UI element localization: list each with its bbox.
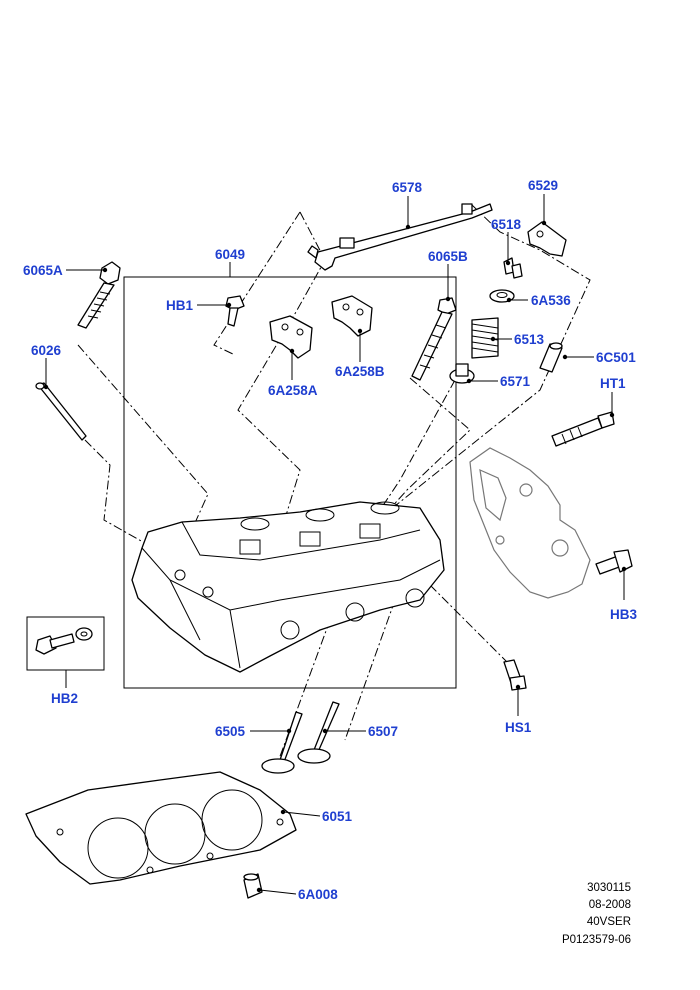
label-6026: 6026	[31, 343, 62, 358]
label-6513: 6513	[514, 332, 545, 347]
rocker-arm-6529	[527, 221, 567, 257]
valve-key-6518	[503, 257, 523, 279]
label-6571: 6571	[500, 374, 531, 389]
label-6529: 6529	[528, 178, 558, 193]
valve-6505	[261, 711, 303, 774]
label-hb2: HB2	[51, 691, 78, 706]
label-hb1: HB1	[166, 298, 193, 313]
reference-line-2: 08-2008	[589, 899, 631, 911]
label-6a008: 6A008	[298, 887, 338, 902]
label-6a258b: 6A258B	[335, 364, 385, 379]
bolt-hb2-with-washer	[35, 627, 93, 655]
label-6a258a: 6A258A	[268, 383, 318, 398]
bolt-hb3	[595, 549, 633, 575]
label-ht1: HT1	[600, 376, 626, 391]
label-6505: 6505	[215, 724, 246, 739]
bolt-hb1	[225, 295, 245, 327]
label-6065a: 6065A	[23, 263, 63, 278]
label-6518: 6518	[491, 217, 522, 232]
label-6049: 6049	[215, 247, 245, 262]
camshaft-cap-6a258a	[269, 315, 313, 359]
reference-line-3: 40VSER	[587, 916, 631, 928]
label-hb3: HB3	[610, 607, 637, 622]
stud-ht1	[551, 411, 615, 447]
dowel-rod-6026	[35, 382, 87, 441]
leader-lines	[43, 194, 627, 895]
stud-hs1	[503, 659, 527, 691]
lash-adjuster-6c501	[539, 342, 563, 373]
rail-6578	[307, 203, 493, 271]
head-gasket-6051	[25, 771, 297, 885]
label-hs1: HS1	[505, 720, 532, 735]
cylinder-head-assembly-frame	[123, 276, 457, 689]
reference-line-1: 3030115	[587, 882, 631, 894]
label-6c501: 6C501	[596, 350, 636, 365]
reference-line-4: P0123579-06	[562, 934, 631, 946]
label-6578: 6578	[392, 180, 423, 195]
exhaust-manifold-bracket	[469, 447, 591, 599]
bolt-6065b	[411, 297, 457, 381]
reference-lines	[77, 204, 591, 771]
label-6065b: 6065B	[428, 249, 468, 264]
valve-6507	[297, 701, 340, 764]
valve-spring-6513	[471, 317, 499, 359]
dowel-6a008	[243, 873, 263, 899]
label-6a536: 6A536	[531, 293, 571, 308]
bolt-6065a	[77, 261, 121, 329]
camshaft-cap-6a258b	[331, 295, 373, 337]
cylinder-head-6049	[131, 501, 445, 673]
label-6507: 6507	[368, 724, 398, 739]
label-6051: 6051	[322, 809, 353, 824]
